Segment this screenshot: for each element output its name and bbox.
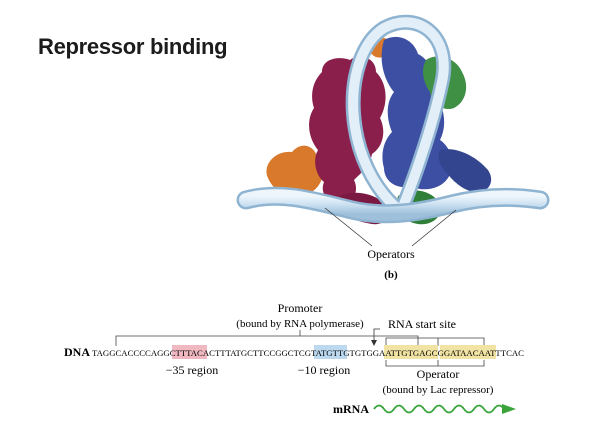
seq-operator-left: AATTGTGAGCG (379, 349, 444, 358)
operators-callout (324, 207, 457, 247)
operator-top-bracket (385, 337, 485, 346)
operators-label: Operators (367, 247, 415, 261)
crimson-subunit (309, 56, 386, 205)
mrna-arrowhead (502, 404, 516, 414)
mrna-label: mRNA (333, 402, 369, 416)
seq-segment: GTGTGG (343, 349, 379, 358)
blue-subunit-tail (438, 149, 492, 193)
rna-start-label: RNA start site (388, 317, 456, 331)
orange-subunit-left (266, 145, 323, 197)
promoter-bracket (115, 330, 419, 346)
minus35-highlight (172, 345, 207, 359)
operator-highlight-right (440, 345, 496, 359)
seq-minus35: TTTACA (175, 349, 209, 358)
rna-start-arrow (373, 328, 380, 344)
seq-segment: TCAC (501, 349, 524, 358)
blue-subunit (381, 36, 453, 190)
operator-highlight-left (384, 345, 438, 359)
operator-sublabel: (bound by Lac repressor) (383, 384, 494, 396)
rna-start-arrowhead (371, 340, 377, 346)
seq-segment: CTTTATGCTTCCGGCTCG (209, 349, 311, 358)
seq-minus10: TATGTT (311, 349, 343, 358)
promoter-label: Promoter (278, 301, 323, 315)
panel-label: (b) (384, 269, 398, 281)
seq-operator-right: GATAACAATT (444, 349, 501, 358)
seq-segment: TAGGCACCCCAGGC (92, 349, 175, 358)
operator-bottom-bracket (385, 360, 485, 367)
lac-repressor-illustration (236, 14, 550, 225)
minus10-label: −10 region (298, 363, 350, 377)
operator-label: Operator (417, 367, 460, 381)
minus35-label: −35 region (166, 363, 218, 377)
mrna-wave (373, 404, 505, 414)
minus10-highlight (314, 345, 347, 359)
dna-label: DNA (64, 345, 90, 359)
promoter-sublabel: (bound by RNA polymerase) (236, 318, 364, 330)
slide-title: Repressor binding (38, 34, 228, 59)
